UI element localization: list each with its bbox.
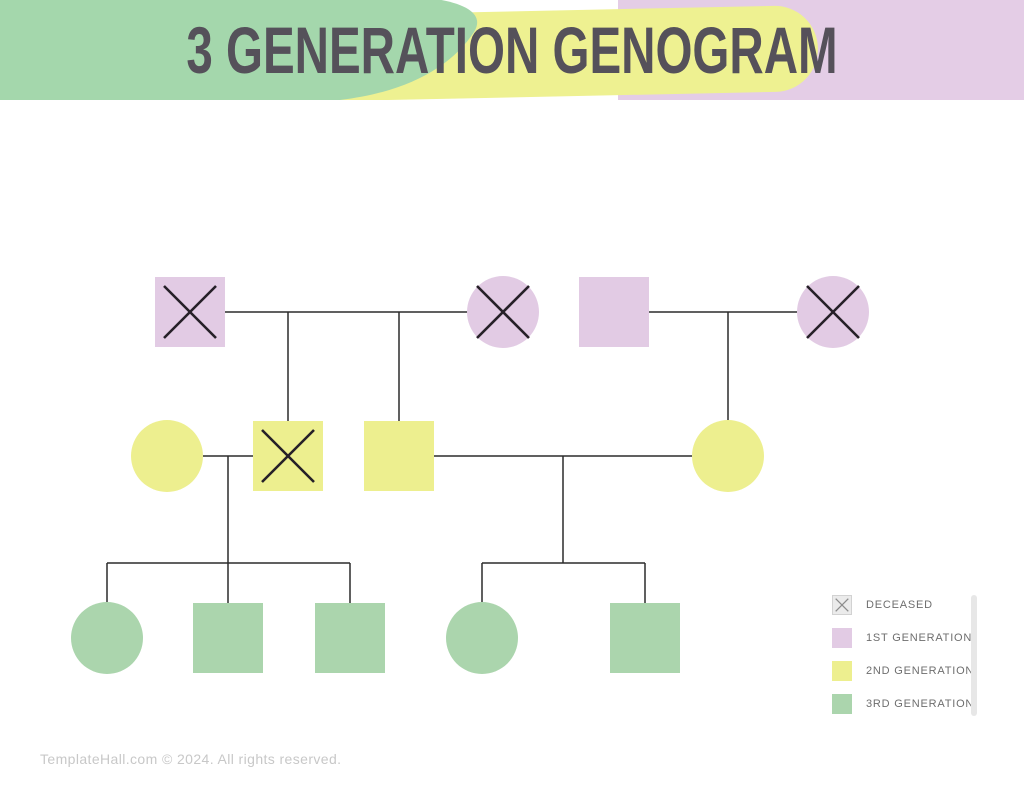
gen2-female-left xyxy=(131,420,203,492)
gen2-male xyxy=(364,421,434,491)
legend-item-gen3: 3RD GENERATION xyxy=(832,694,974,714)
deceased-x-icon xyxy=(835,598,849,612)
gen3-swatch xyxy=(832,694,852,714)
footer-copyright: TemplateHall.com © 2024. All rights rese… xyxy=(40,751,342,767)
banner-blob-green xyxy=(0,0,478,100)
gen3-male-2 xyxy=(315,603,385,673)
gen1-swatch xyxy=(832,628,852,648)
gen3-female-2 xyxy=(446,602,518,674)
legend-label-gen3: 3RD GENERATION xyxy=(866,698,975,710)
gen2-female-right xyxy=(692,420,764,492)
gen1-female-left-deceased-x-icon xyxy=(476,285,530,339)
legend-scrollbar xyxy=(971,595,977,716)
legend-label-gen1: 1ST GENERATION xyxy=(866,632,973,644)
gen3-female-1 xyxy=(71,602,143,674)
gen2-swatch xyxy=(832,661,852,681)
legend-label-gen2: 2ND GENERATION xyxy=(866,665,975,677)
gen3-male-3 xyxy=(610,603,680,673)
deceased-swatch xyxy=(832,595,852,615)
gen1-female-right-deceased-x-icon xyxy=(806,285,860,339)
legend-label-deceased: DECEASED xyxy=(866,599,933,611)
legend-item-gen2: 2ND GENERATION xyxy=(832,661,974,681)
legend: DECEASED 1ST GENERATION 2ND GENERATION 3… xyxy=(832,595,974,727)
banner-decoration xyxy=(0,0,1024,100)
gen1-male-right xyxy=(579,277,649,347)
gen1-male-left-deceased-x-icon xyxy=(163,285,217,339)
gen3-male-1 xyxy=(193,603,263,673)
legend-item-deceased: DECEASED xyxy=(832,595,974,615)
title-banner: 3 GENERATION GENOGRAM xyxy=(0,0,1024,100)
legend-item-gen1: 1ST GENERATION xyxy=(832,628,974,648)
page-title: 3 GENERATION GENOGRAM xyxy=(186,13,838,87)
gen2-male-deceased-deceased-x-icon xyxy=(261,429,315,483)
